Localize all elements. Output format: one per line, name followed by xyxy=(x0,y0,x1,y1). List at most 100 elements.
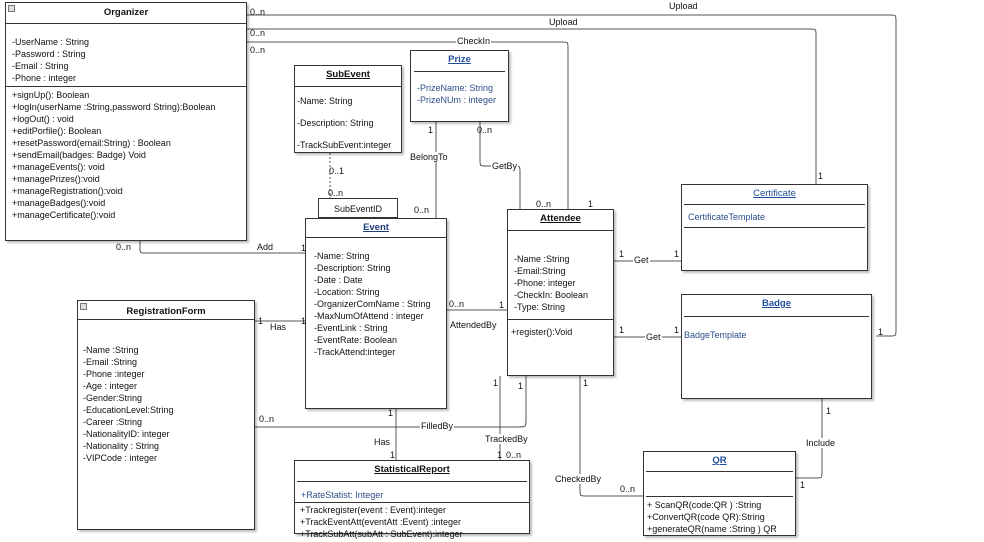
attribute: -EventLink : String xyxy=(314,323,388,333)
method: +TrackEventAtt(eventAtt :Event) :integer xyxy=(300,517,461,527)
filledby-label: FilledBy xyxy=(420,421,455,431)
organizer-methods: +signUp(): Boolean +logIn(userName :Stri… xyxy=(6,87,246,221)
has-report-label: Has xyxy=(373,437,392,447)
registrationform-class[interactable]: RegistrationForm -Name :String -Email :S… xyxy=(77,300,255,530)
method: + ScanQR(code:QR ) :String xyxy=(647,500,762,510)
attendedby-label: AttendedBy xyxy=(450,320,497,330)
subevent-attributes: -Name: String -Description: String -Trac… xyxy=(295,87,401,151)
multiplicity: 1 xyxy=(388,408,394,418)
attribute: -TrackSubEvent:integer xyxy=(297,140,392,150)
multiplicity: 1 xyxy=(493,378,499,388)
multiplicity: 1 xyxy=(878,327,884,337)
method: +editPorfile(): Boolean xyxy=(12,126,102,136)
badge-attributes: BadgeTemplate xyxy=(682,317,871,343)
attribute: -MaxNumOfAttend : integer xyxy=(314,311,424,321)
statisticalreport-title: StatisticalReport xyxy=(374,464,450,475)
registrationform-attributes: -Name :String -Email :String -Phone :int… xyxy=(78,320,254,464)
multiplicity: 1 xyxy=(826,406,832,416)
certificate-class[interactable]: Certificate CertificateTemplate xyxy=(681,184,868,271)
attribute: -Type: String xyxy=(514,302,566,312)
multiplicity: 0..n xyxy=(536,199,552,209)
organizer-title: Organizer xyxy=(103,7,149,18)
event-class[interactable]: Event -Name: String -Description: String… xyxy=(305,218,447,409)
add-label: Add xyxy=(256,242,275,252)
attribute: -EventRate: Boolean xyxy=(314,335,398,345)
method: +logOut() : void xyxy=(12,114,74,124)
subeventid-qualifier[interactable]: SubEventID xyxy=(318,198,398,218)
multiplicity: 0..n xyxy=(250,28,266,38)
certificate-attributes: CertificateTemplate xyxy=(682,205,867,225)
attribute: -Phone : integer xyxy=(12,73,77,83)
attribute: CertificateTemplate xyxy=(688,212,766,222)
qr-title: QR xyxy=(712,455,727,466)
attribute: -Career :String xyxy=(83,417,143,427)
method: +manageCertificate():void xyxy=(12,210,116,220)
multiplicity: 0..n xyxy=(250,45,266,55)
event-attributes: -Name: String -Description: String -Date… xyxy=(306,238,446,358)
qr-class[interactable]: QR + ScanQR(code:QR ) :String +ConvertQR… xyxy=(643,451,796,536)
attribute: -NationalityID: integer xyxy=(83,429,170,439)
trackedby-label: TrackedBy xyxy=(484,434,529,444)
upload-certificate-label: Upload xyxy=(548,17,579,27)
multiplicity: 1 xyxy=(818,171,824,181)
method: +resetPassword(email:String) : Boolean xyxy=(12,138,171,148)
multiplicity: 0..n xyxy=(414,205,430,215)
event-title: Event xyxy=(363,222,389,233)
method: +managePrizes():void xyxy=(12,174,100,184)
multiplicity: 1 xyxy=(674,325,680,335)
multiplicity: 1 xyxy=(800,480,806,490)
method: +logIn(userName :String,password String)… xyxy=(12,102,216,112)
attribute: -PrizeNUm : integer xyxy=(417,95,497,105)
attribute: -OrganizerComName : String xyxy=(314,299,431,309)
attribute: -VIPCode : integer xyxy=(83,453,158,463)
get-certificate-label: Get xyxy=(633,255,650,265)
multiplicity: 0..n xyxy=(116,242,132,252)
attribute: -Name :String xyxy=(514,254,570,264)
multiplicity: 0..n xyxy=(506,450,522,460)
multiplicity: 0..n xyxy=(620,484,636,494)
multiplicity: 1 xyxy=(619,249,625,259)
method: +manageBadges():void xyxy=(12,198,106,208)
certificate-title: Certificate xyxy=(753,188,796,199)
attribute: -Location: String xyxy=(314,287,380,297)
multiplicity: 1 xyxy=(390,450,396,460)
statisticalreport-class[interactable]: StatisticalReport +RateStatist: Integer … xyxy=(294,460,530,539)
multiplicity: 1 xyxy=(497,450,503,460)
multiplicity: 1 xyxy=(428,125,434,135)
attribute: -Email :String xyxy=(83,357,138,367)
attendee-attributes: -Name :String -Email:String -Phone: inte… xyxy=(508,231,613,316)
multiplicity: 1 xyxy=(518,381,524,391)
attribute: -Email:String xyxy=(514,266,566,276)
attribute: -Email : String xyxy=(12,61,69,71)
upload-badge-line xyxy=(247,14,897,337)
multiplicity: 0..n xyxy=(328,188,344,198)
add-line xyxy=(139,241,305,254)
prize-class[interactable]: Prize -PrizeName: String -PrizeNUm : int… xyxy=(410,50,509,122)
multiplicity: 0..1 xyxy=(329,166,345,176)
subevent-title: SubEvent xyxy=(326,69,370,80)
checkedby-line xyxy=(579,376,643,497)
organizer-class[interactable]: Organizer -UserName : String -Password :… xyxy=(5,2,247,241)
subevent-class[interactable]: SubEvent -Name: String -Description: Str… xyxy=(294,65,402,153)
filledby-line xyxy=(255,376,527,428)
method: +ConvertQR(code QR):String xyxy=(647,512,765,522)
statisticalreport-methods: +Trackregister(event : Event):integer +T… xyxy=(295,503,529,540)
attribute: -Date : Date xyxy=(314,275,363,285)
class-icon xyxy=(8,5,15,12)
method: +manageEvents(): void xyxy=(12,162,105,172)
prize-attributes: -PrizeName: String -PrizeNUm : integer xyxy=(411,72,508,106)
attribute: -Name: String xyxy=(297,96,353,106)
attribute: BadgeTemplate xyxy=(684,330,747,340)
multiplicity: 0..n xyxy=(250,7,266,17)
has-label: Has xyxy=(269,322,288,332)
prize-title: Prize xyxy=(448,54,471,65)
checkin-label: CheckIn xyxy=(456,36,492,46)
attribute: -TrackAttend:integer xyxy=(314,347,396,357)
badge-class[interactable]: Badge BadgeTemplate xyxy=(681,294,872,399)
include-line xyxy=(796,399,823,479)
method: +sendEmail(badges: Badge) Void xyxy=(12,150,146,160)
attribute: -Phone :integer xyxy=(83,369,145,379)
qr-methods: + ScanQR(code:QR ) :String +ConvertQR(co… xyxy=(644,497,795,535)
attendee-class[interactable]: Attendee -Name :String -Email:String -Ph… xyxy=(507,209,614,376)
class-icon xyxy=(80,303,87,310)
